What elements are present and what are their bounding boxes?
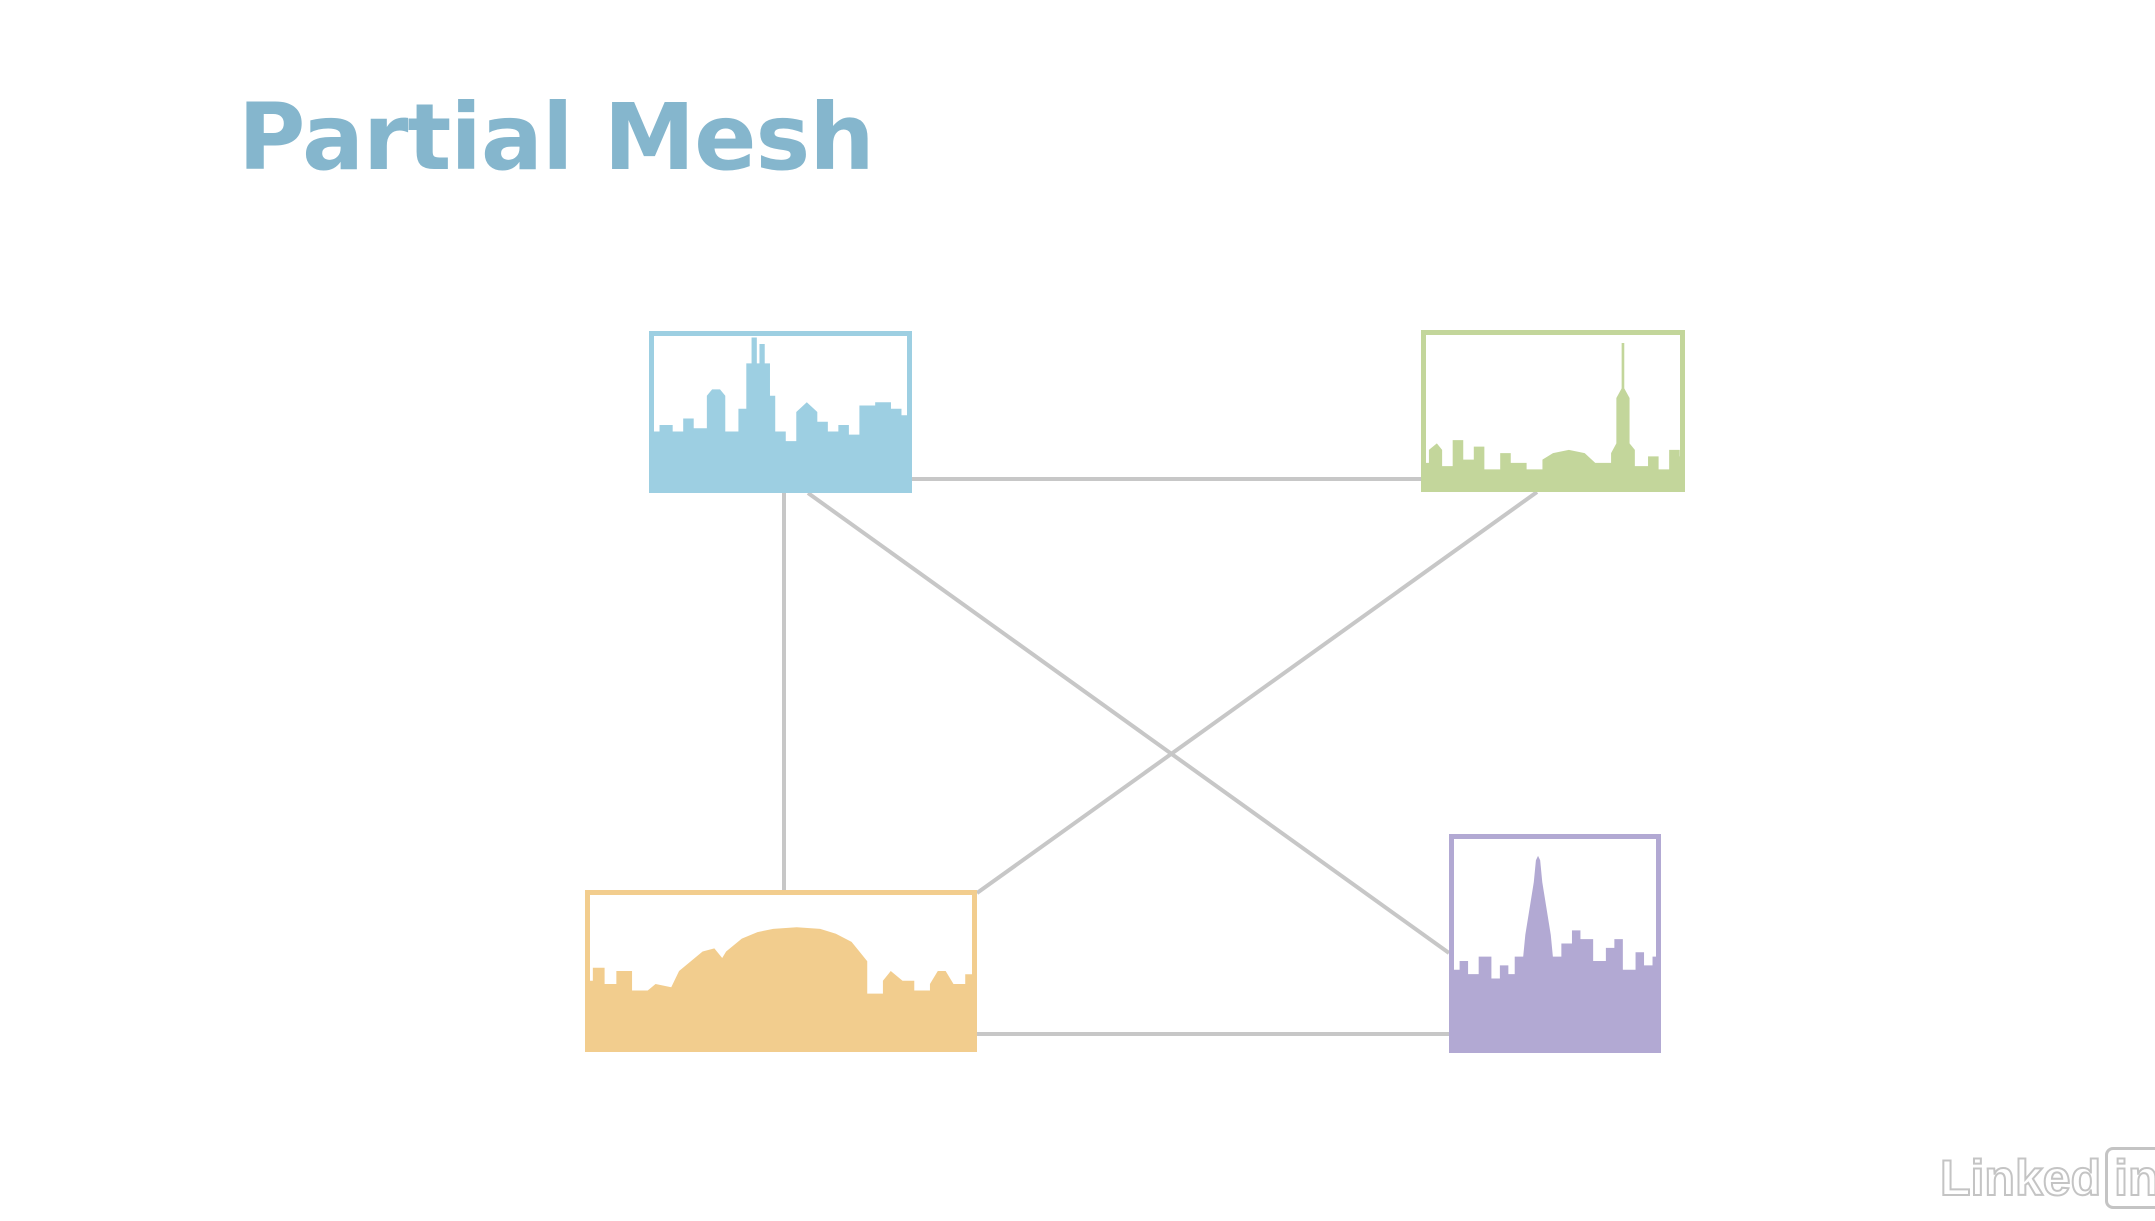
paris-frame xyxy=(1449,834,1661,1053)
chicago-frame xyxy=(649,331,912,493)
paris-skyline-icon xyxy=(1449,855,1661,1053)
toronto-frame xyxy=(1421,330,1685,492)
sydney-skyline-icon xyxy=(585,927,977,1052)
mesh-links xyxy=(782,477,1539,1036)
mesh-nodes xyxy=(585,330,1685,1053)
page-title: Partial Mesh xyxy=(238,84,875,191)
toronto-skyline-icon xyxy=(1421,342,1685,492)
linkedin-in-badge: in xyxy=(2105,1147,2155,1209)
linkedin-logo: Linked in xyxy=(1939,1147,2155,1209)
chicago-skyline-node xyxy=(649,331,912,493)
toronto-skyline-node xyxy=(1421,330,1685,492)
sydney-frame xyxy=(585,890,977,1052)
chicago-skyline-icon xyxy=(649,337,912,493)
sydney-skyline-node xyxy=(585,890,977,1052)
link-toronto-sydney xyxy=(975,490,1539,895)
paris-skyline-node xyxy=(1449,834,1661,1053)
link-chicago-paris xyxy=(806,491,1451,955)
linkedin-wordmark: Linked xyxy=(1939,1149,2102,1207)
